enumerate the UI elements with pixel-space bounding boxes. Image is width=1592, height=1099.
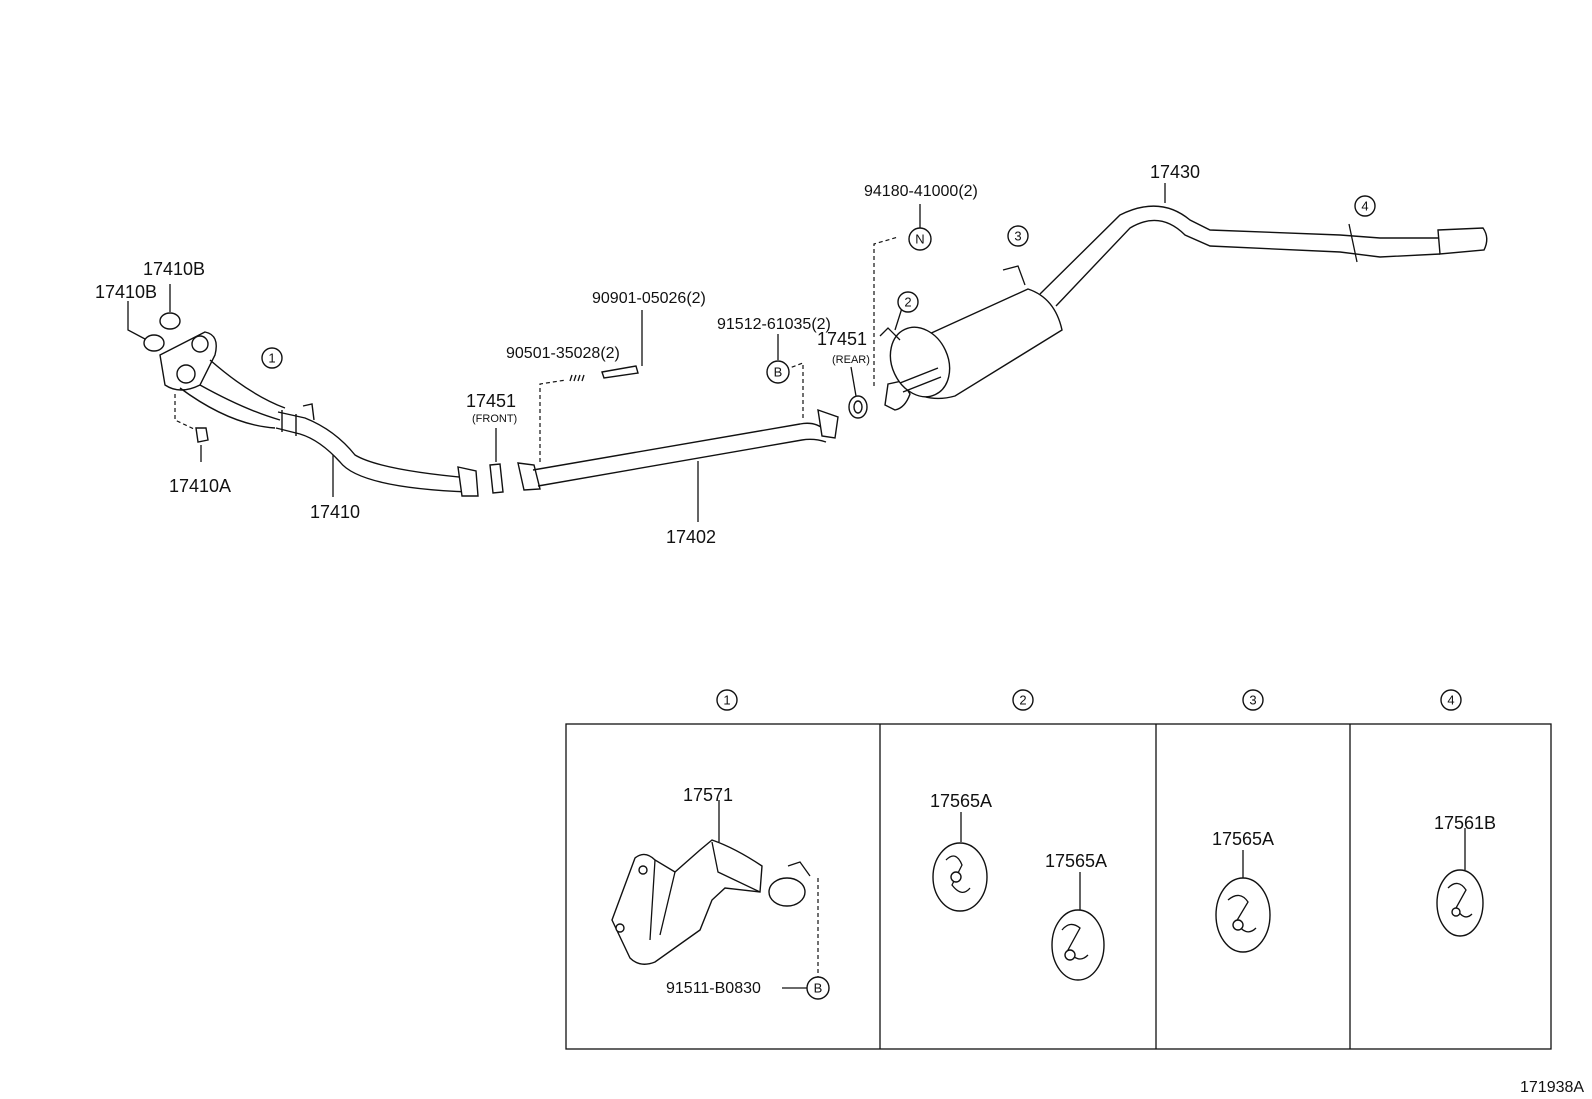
svg-text:2: 2 — [904, 295, 911, 310]
figure-code: 171938A — [1520, 1079, 1584, 1096]
label-17410A: 17410A — [169, 476, 231, 496]
label-front-note: (FRONT) — [472, 413, 517, 425]
svg-text:B: B — [814, 981, 823, 996]
label-17561B: 17561B — [1434, 813, 1496, 833]
svg-text:2: 2 — [1019, 693, 1026, 708]
label-17565A-panel2-b: 17565A — [1045, 851, 1107, 871]
svg-text:3: 3 — [1249, 693, 1256, 708]
gasket-17410B-lower — [143, 334, 165, 352]
label-17571: 17571 — [683, 785, 733, 805]
panel-ref-2: 2 — [1012, 689, 1034, 711]
svg-text:4: 4 — [1361, 199, 1368, 214]
label-17402: 17402 — [666, 527, 716, 547]
leader-lines-upper — [127, 183, 1166, 522]
label-17565A-panel3: 17565A — [1212, 829, 1274, 849]
ref-marker-3-upper: 3 — [1007, 225, 1029, 247]
detail-panel-frame — [565, 723, 1552, 1050]
svg-text:3: 3 — [1014, 229, 1021, 244]
panel-ref-1: 1 — [716, 689, 738, 711]
label-17451-front: 17451 — [466, 391, 516, 411]
bolt-90901 — [601, 365, 639, 379]
front-exhaust-pipe-17410 — [159, 331, 479, 497]
nut-17410A — [195, 427, 209, 443]
label-17565A-panel2-a: 17565A — [930, 791, 992, 811]
panel-ref-4: 4 — [1440, 689, 1462, 711]
gasket-17410B-upper — [159, 312, 181, 330]
label-17410: 17410 — [310, 502, 360, 522]
label-90501-35028: 90501-35028(2) — [506, 345, 620, 362]
center-pipe-17402 — [517, 408, 839, 491]
svg-text:1: 1 — [723, 693, 730, 708]
ref-marker-4-upper: 4 — [1354, 195, 1376, 217]
detail-panels — [565, 723, 1552, 1050]
ref-marker-1-upper: 1 — [261, 347, 283, 369]
label-91512-61035: 91512-61035(2) — [717, 316, 831, 333]
hanger-17565A-panel2-a — [932, 842, 988, 912]
label-90901-05026: 90901-05026(2) — [592, 290, 706, 307]
marker-B-upper: B — [766, 360, 790, 384]
label-17410B-left: 17410B — [95, 282, 157, 302]
marker-B-lower: B — [806, 976, 830, 1000]
label-94180-41000: 94180-41000(2) — [864, 183, 978, 200]
svg-text:B: B — [774, 365, 783, 380]
label-17430: 17430 — [1150, 162, 1200, 182]
svg-text:1: 1 — [268, 351, 275, 366]
svg-text:N: N — [915, 232, 924, 247]
hanger-17565A-panel2-b — [1051, 909, 1105, 981]
svg-text:4: 4 — [1447, 693, 1454, 708]
label-17410B-top: 17410B — [143, 259, 205, 279]
bracket-17571 — [611, 839, 819, 980]
hanger-17565A-panel3 — [1215, 877, 1271, 953]
hanger-17561B — [1436, 869, 1484, 937]
gasket-17451-front — [489, 463, 504, 494]
panel-ref-3: 3 — [1242, 689, 1264, 711]
marker-N: N — [908, 227, 932, 251]
label-17451-rear: 17451 — [817, 329, 867, 349]
spring-90501 — [569, 374, 585, 382]
ref-marker-2-upper: 2 — [897, 291, 919, 313]
label-91511-B0830: 91511-B0830 — [666, 980, 761, 997]
tail-pipe-muffler-17430 — [879, 205, 1488, 411]
label-rear-note: (REAR) — [832, 354, 870, 366]
